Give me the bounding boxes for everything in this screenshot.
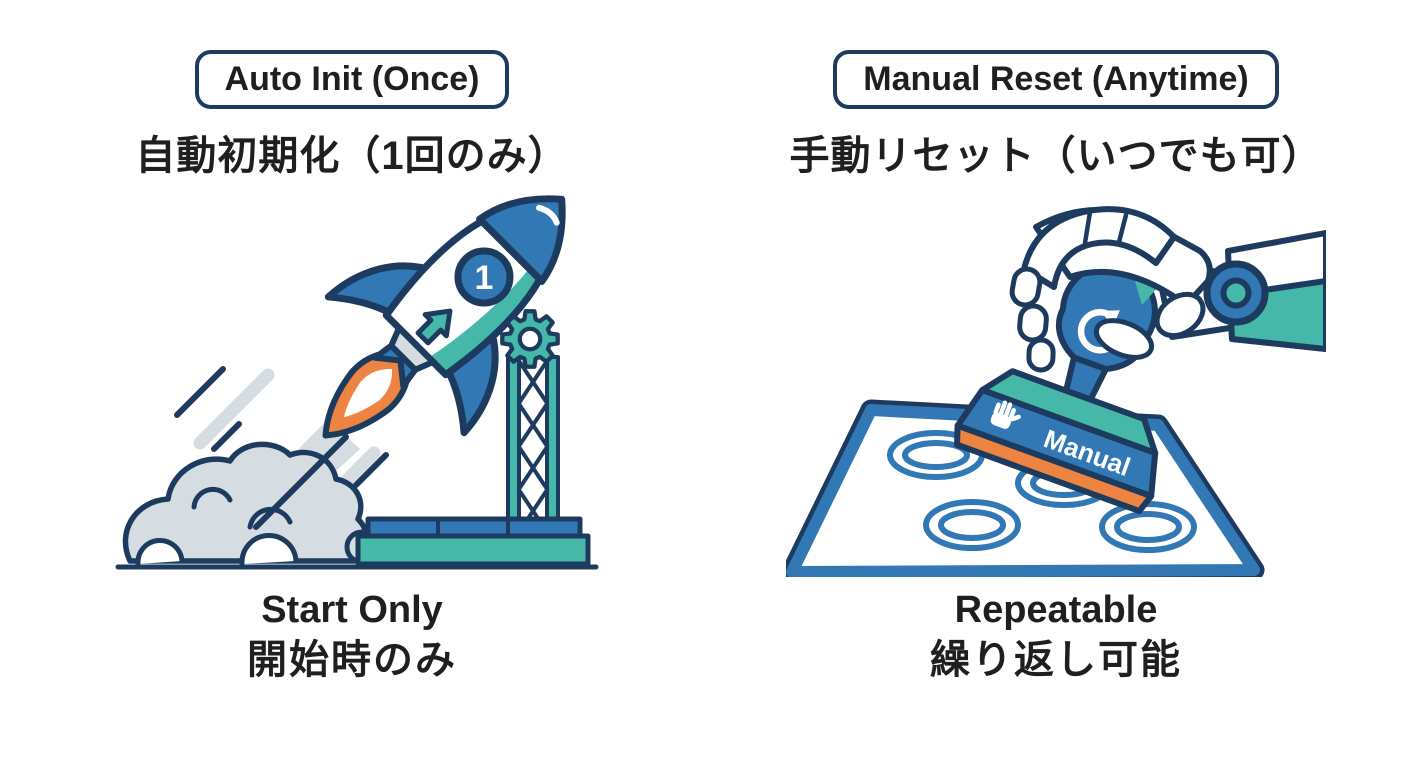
badge-number: 1 <box>475 259 494 297</box>
finger-segment <box>1017 303 1049 343</box>
auto-init-tag-label: Auto Init (Once) <box>224 60 480 98</box>
manual-reset-caption-en: Repeatable <box>954 589 1158 631</box>
manual-reset-tag: Manual Reset (Anytime) <box>833 50 1279 109</box>
number-1-badge: 1 <box>454 247 514 307</box>
stamp-pad-orange <box>954 422 1155 515</box>
launch-tower <box>506 355 560 537</box>
knuckle-lines <box>1082 209 1129 246</box>
manual-reset-tag-label: Manual Reset (Anytime) <box>863 60 1249 98</box>
rocket-nose-cone <box>476 195 566 285</box>
rocket-launch-illustration: 1 <box>115 195 599 570</box>
nose-highlight <box>536 204 560 226</box>
up-arrow-icon <box>415 308 453 346</box>
rocket-nozzle <box>388 325 436 373</box>
auto-init-caption-jp: 開始時のみ <box>247 637 457 682</box>
launch-pad <box>355 516 591 567</box>
gear-icon <box>500 309 560 369</box>
auto-init-caption-en: Start Only <box>261 589 443 631</box>
hand-over-fingers <box>1021 206 1177 290</box>
manual-reset-subtitle-jp: 手動リセット（いつでも可） <box>789 134 1323 178</box>
auto-init-tag: Auto Init (Once) <box>194 50 510 109</box>
panel-auto-init: Auto Init (Once) 自動初期化（1回のみ） <box>0 50 704 768</box>
manual-reset-caption: Repeatable 繰り返し可能 <box>930 587 1182 685</box>
robot-hand-icon <box>1009 206 1213 373</box>
finger-segment <box>1009 266 1043 308</box>
flame-core <box>343 369 392 418</box>
panel-manual-reset: Manual Reset (Anytime) 手動リセット（いつでも可） <box>704 50 1408 768</box>
auto-init-subtitle-jp: 自動初期化（1回のみ） <box>135 134 569 178</box>
finger-segment <box>1026 337 1056 373</box>
manual-reset-caption-jp: 繰り返し可能 <box>930 637 1182 682</box>
thumb <box>1093 318 1155 360</box>
bent-finger <box>1154 291 1206 339</box>
stamp-reset-illustration: Manual <box>786 206 1326 577</box>
speed-dashes <box>174 366 389 530</box>
arm-joint-inner <box>1220 277 1252 309</box>
hand-icon <box>990 400 1021 429</box>
rocket-stripe <box>428 268 542 375</box>
auto-init-caption: Start Only 開始時のみ <box>247 587 457 685</box>
rocket-fin-left <box>324 262 440 319</box>
rocket-fin-right <box>442 321 499 437</box>
